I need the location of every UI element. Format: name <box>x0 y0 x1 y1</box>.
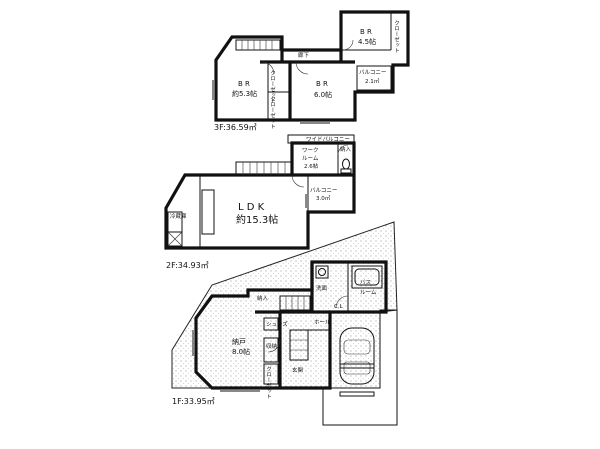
floor-3f-area: 3F:36.59㎡ <box>214 123 257 132</box>
storage-2f-label: 納入 <box>340 145 352 153</box>
shoe-box-label: シューズ <box>266 320 288 328</box>
washroom-label: 洗面 <box>316 284 328 292</box>
ldk-name: L D K <box>238 202 265 213</box>
hall-label: ホール <box>314 319 331 326</box>
balcony-2f-size: 3.0㎡ <box>316 194 331 202</box>
bath-label: バス <box>360 279 371 286</box>
bath-label-2: ルーム <box>360 289 377 296</box>
br-small-name: B R <box>360 28 372 36</box>
storage-1f-size: 8.0帖 <box>232 347 250 356</box>
br-left-name: B R <box>238 80 250 88</box>
balcony-2f-label: バルコニー <box>310 187 337 194</box>
car-icon <box>339 327 375 385</box>
work-room-label: ワーク <box>302 147 319 154</box>
stairs-3f <box>235 39 281 51</box>
br-right-name: B R <box>316 80 328 88</box>
storage-1f-name: 納戸 <box>232 337 246 346</box>
closet-1f-label: 収納 <box>266 342 278 350</box>
ldk-size: 約15.3帖 <box>236 213 278 226</box>
closet-1f-label-2: クローゼット <box>265 366 272 400</box>
br-right-size: 6.0帖 <box>314 90 332 99</box>
work-room-label-2: ルーム <box>302 155 319 162</box>
br-small-size: 4.5帖 <box>358 37 376 46</box>
closet-b-label: クローゼット <box>269 96 276 130</box>
storage-small-label: 納入 <box>257 294 269 302</box>
stairs-2f <box>235 161 293 176</box>
floor-3f: B R 4.5帖 クローゼット 廊下 B R 約5.3帖 B R 6.0帖 クロ… <box>212 10 410 132</box>
floor-3f-outline <box>214 10 410 122</box>
floor-2f-area: 2F:34.93㎡ <box>166 261 209 270</box>
hallway-label: 廊下 <box>298 51 310 59</box>
floor-2f: ワイドバルコニー L D K <box>164 134 356 270</box>
entrance-label: 玄関 <box>292 366 304 374</box>
balcony-3f-label: バルコニー <box>359 69 386 76</box>
floor-1f-outline <box>194 260 388 390</box>
closet-right-label: クローゼット <box>393 20 400 54</box>
closet-a-label: クローゼット <box>269 70 276 104</box>
floor-1f: 納戸 8.0帖 納入 バス ルーム 洗面 C.L ホール シューズ 収納 クロー… <box>171 221 398 426</box>
floor-2f-outline <box>164 141 356 250</box>
fridge-label: 冷蔵庫 <box>170 212 187 220</box>
balcony-3f-size: 2.1㎡ <box>365 77 380 85</box>
wide-balcony-label: ワイドバルコニー <box>306 136 350 143</box>
work-room-size: 2.6帖 <box>304 162 319 170</box>
stairs-1f <box>279 295 311 311</box>
closet-cl-label: C.L <box>334 304 344 310</box>
br-left-size: 約5.3帖 <box>232 89 257 98</box>
parking-lot <box>322 309 398 426</box>
floor-1f-area: 1F:33.95㎡ <box>172 397 215 406</box>
